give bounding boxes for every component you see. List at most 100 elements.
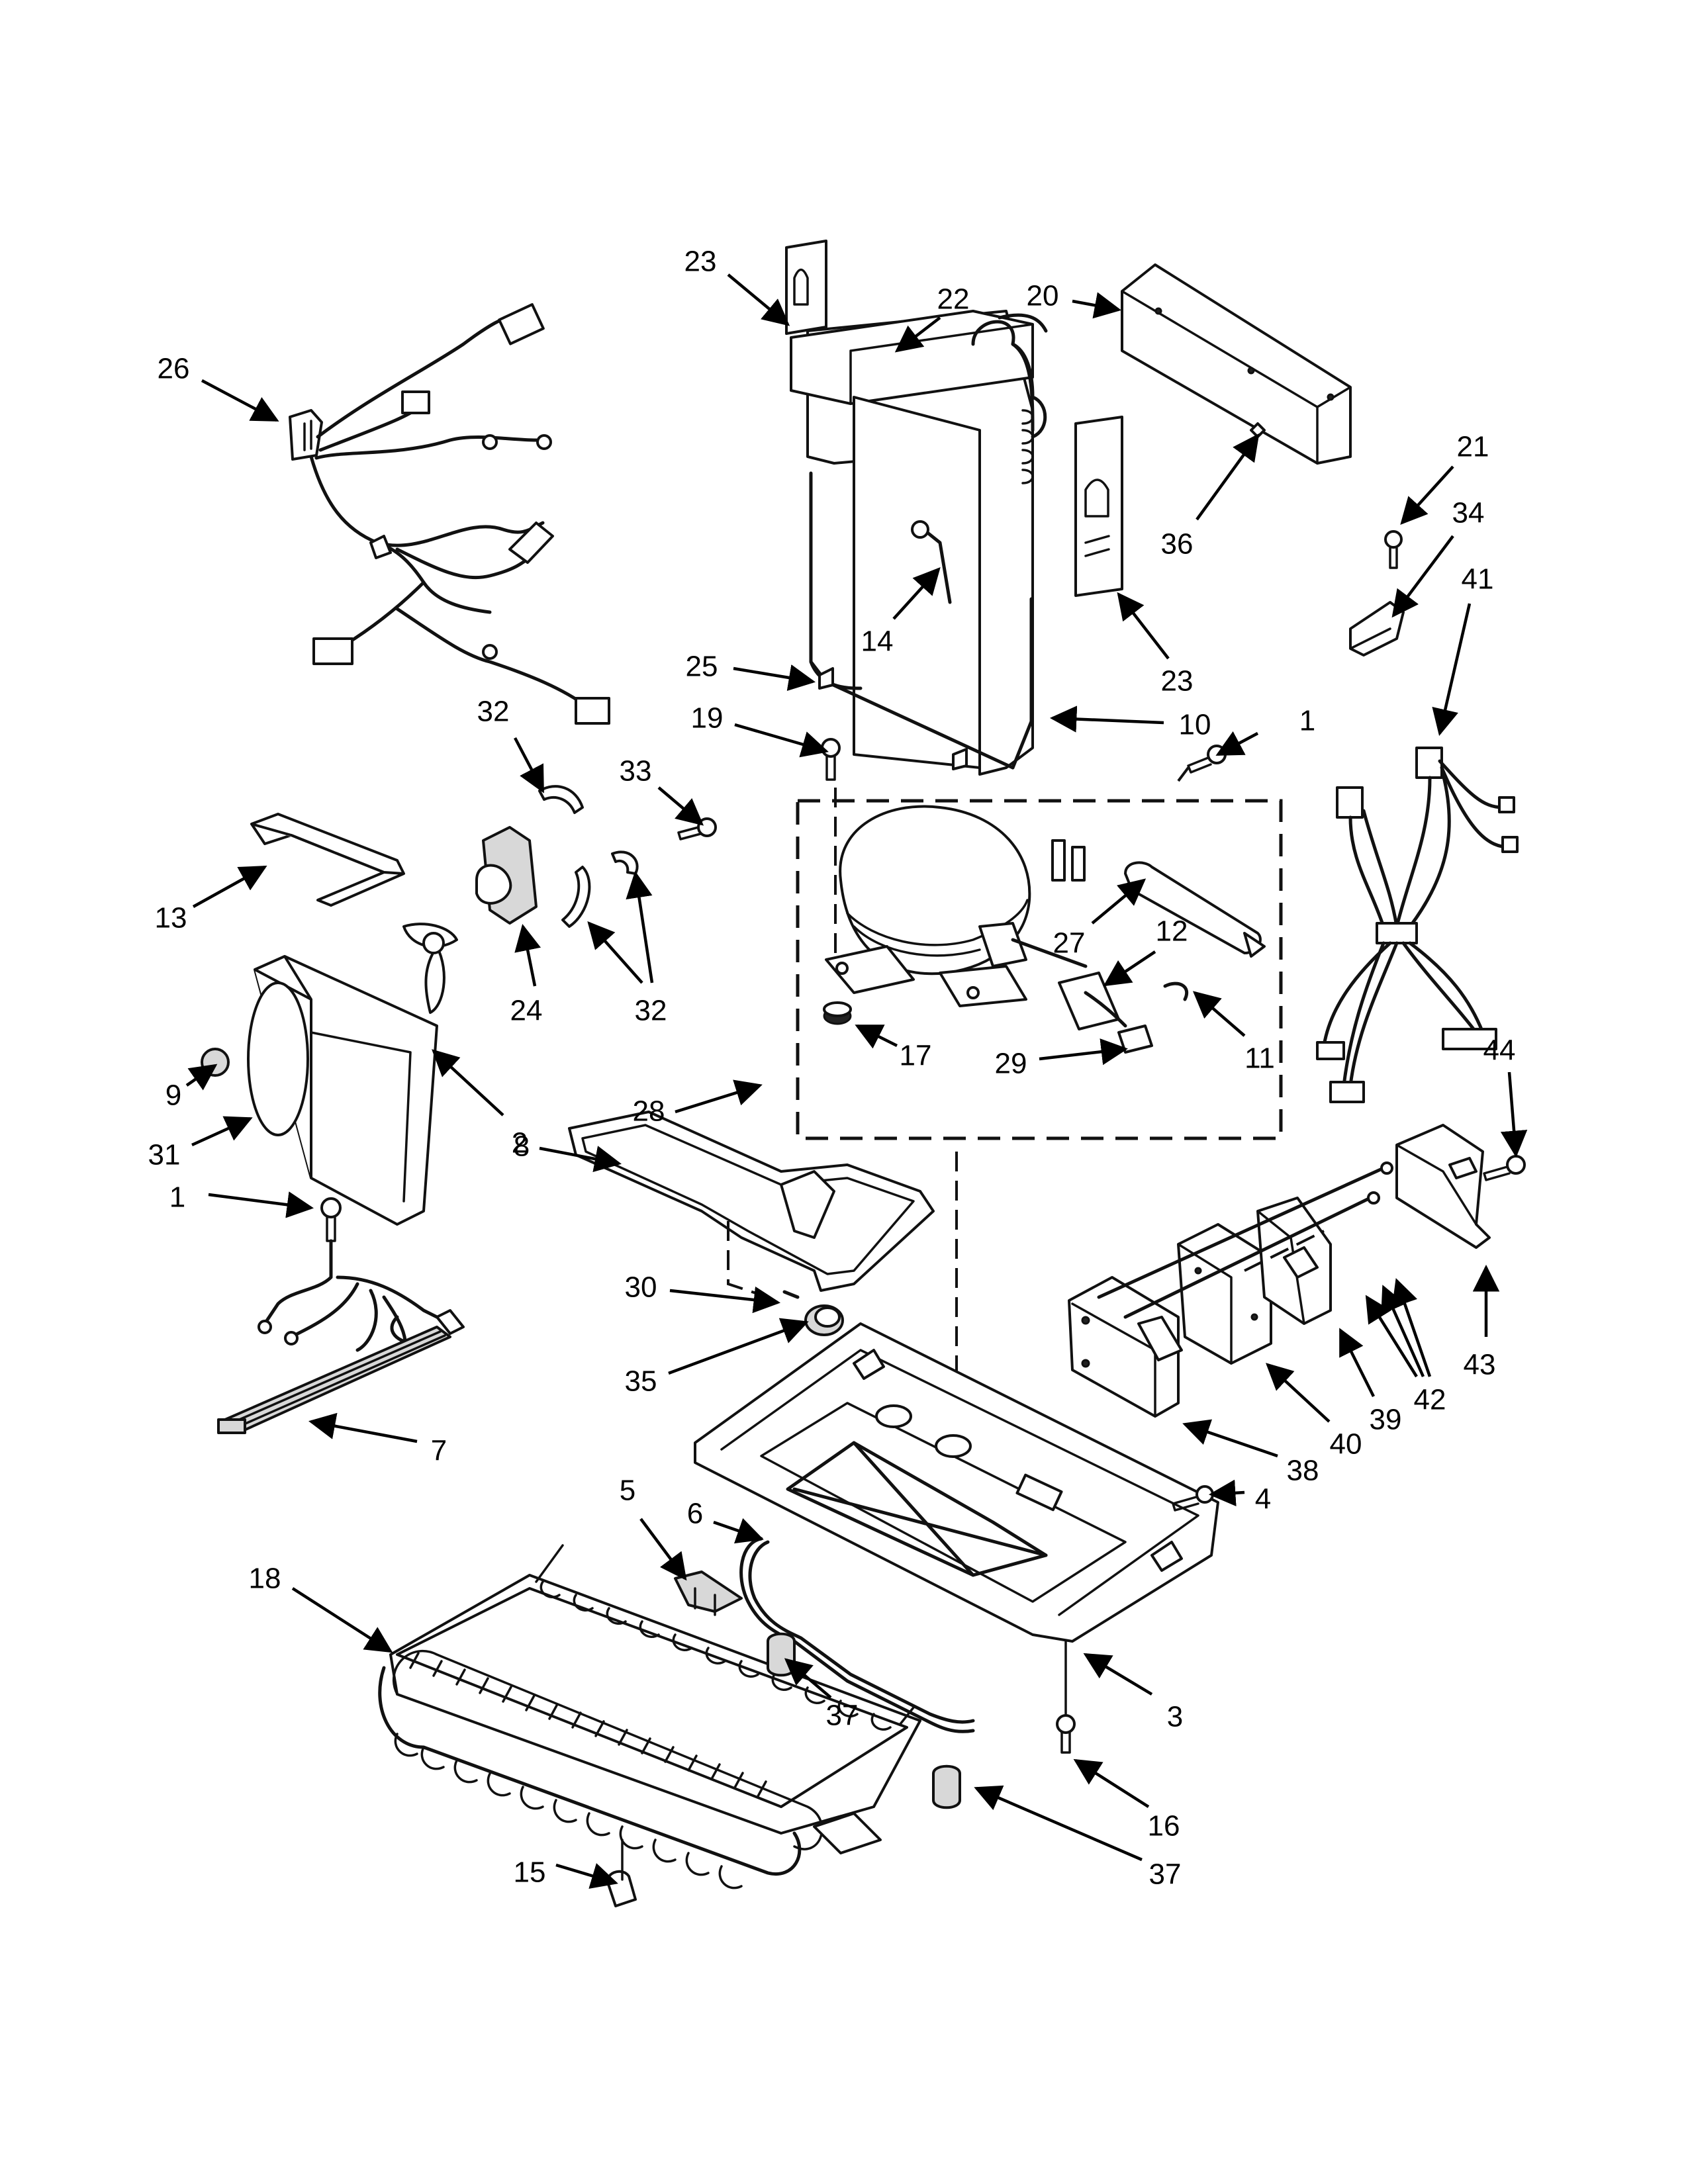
callout-label-c15: 15 [514,1856,546,1889]
leader-line-c5 [639,1518,687,1581]
callout-label-c5: 5 [620,1475,635,1507]
leader-line-c26 [201,379,279,422]
clips [538,785,717,928]
callout-label-c4: 4 [1255,1483,1271,1516]
leader-line-c32c [626,870,654,983]
leader-line-c28 [675,1079,763,1114]
callout-label-c40: 40 [1330,1428,1362,1461]
leader-line-c8 [539,1146,622,1173]
callout-label-c1a: 1 [1299,705,1315,737]
leader-line-c24 [514,924,541,987]
callout-label-c38: 38 [1287,1455,1319,1487]
callout-label-c34: 34 [1452,497,1485,529]
callout-label-c13: 13 [155,902,187,934]
wire-harness-upper [289,303,610,725]
callout-label-c20: 20 [1027,280,1059,312]
leader-line-c17 [855,1024,898,1049]
callout-label-c37a: 37 [826,1700,859,1732]
callout-label-c11: 11 [1244,1042,1275,1075]
leader-line-c40 [1266,1363,1331,1423]
leader-line-c34 [1391,535,1454,618]
callout-label-c22: 22 [937,283,970,316]
leader-line-c7 [308,1412,418,1443]
leader-line-c6 [713,1518,764,1544]
leader-line-c9 [185,1064,218,1091]
callout-label-c39: 39 [1370,1404,1402,1436]
callout-label-c24: 24 [510,995,543,1027]
compressor-kit [796,738,1283,1449]
callout-label-c44: 44 [1483,1034,1516,1067]
right-upper-parts [1316,530,1519,1103]
leader-line-c38 [1182,1419,1278,1458]
leader-line-c23a [727,273,790,326]
leader-line-c36 [1196,433,1260,521]
callout-label-c41: 41 [1462,563,1494,596]
base-plate [694,1322,1219,1754]
leader-line-c35 [668,1318,809,1375]
callout-label-c19: 19 [691,702,724,735]
callout-label-c12: 12 [1156,915,1188,948]
callout-label-c16: 16 [1148,1810,1180,1843]
callout-label-c26: 26 [158,353,190,385]
leader-line-c12 [1103,950,1156,987]
callout-label-c42a: 42 [1414,1384,1446,1416]
callout-label-c36: 36 [1161,528,1194,561]
callout-label-c23b: 23 [1161,665,1194,698]
callout-layer: 1123456789101112131415161718192021222323… [148,246,1528,1891]
leader-line-c42b [1381,1285,1425,1377]
callout-label-c23a: 23 [684,246,717,278]
callout-label-c37b: 37 [1149,1858,1182,1891]
callout-label-c17: 17 [900,1040,932,1072]
leader-line-c42a [1365,1295,1418,1378]
fan-assembly [201,813,538,1226]
leader-line-c2 [432,1049,504,1116]
callout-label-c25: 25 [686,651,718,683]
callout-label-c33: 33 [620,755,652,788]
callout-label-c9: 9 [165,1079,181,1112]
leader-line-c37a [784,1658,832,1699]
callout-label-c14: 14 [861,625,894,658]
leader-line-c3 [1083,1653,1153,1696]
leader-line-c4 [1208,1479,1245,1507]
callout-label-c32b: 32 [635,995,667,1027]
callout-label-c29: 29 [995,1048,1027,1080]
leader-line-c1b [208,1191,314,1218]
leader-line-c13 [192,866,267,908]
callout-label-c43: 43 [1464,1349,1496,1381]
condenser-assembly [785,240,1123,776]
callout-label-c27: 27 [1053,927,1086,960]
leader-line-c44 [1500,1071,1528,1158]
callout-label-c1b: 1 [169,1181,185,1214]
callout-label-c6: 6 [687,1498,703,1530]
callout-label-c31: 31 [148,1139,181,1171]
leader-line-c14 [892,567,941,620]
callout-label-c35: 35 [625,1365,657,1398]
leader-line-c20 [1072,292,1121,319]
callout-label-c10: 10 [1179,709,1211,741]
leader-line-c42c [1391,1278,1432,1377]
drain-pan [568,1111,935,1336]
callout-label-c8: 8 [514,1130,530,1163]
leader-line-c25 [733,664,816,691]
leader-line-c39 [1338,1328,1376,1398]
leader-line-c1a [1215,731,1259,756]
leader-line-c32a [514,737,544,794]
leader-line-c31 [191,1116,253,1147]
leader-line-c37b [974,1785,1143,1862]
leader-line-c27 [1091,878,1147,925]
callout-label-c32a: 32 [477,696,510,728]
leader-line-c18 [291,1587,393,1653]
callout-label-c18: 18 [249,1563,281,1595]
leader-line-c11 [1192,991,1246,1037]
leader-line-c10 [1049,705,1164,733]
leader-line-c15 [555,1863,618,1889]
leader-line-c30 [669,1286,781,1314]
leader-line-c16 [1073,1758,1150,1808]
callout-label-c21: 21 [1457,431,1489,463]
leader-line-c41 [1432,603,1472,736]
heater-harness [217,1197,465,1434]
callout-label-c28: 28 [633,1095,665,1128]
evaporator [378,1537,975,1907]
leader-line-c32b [587,921,643,984]
